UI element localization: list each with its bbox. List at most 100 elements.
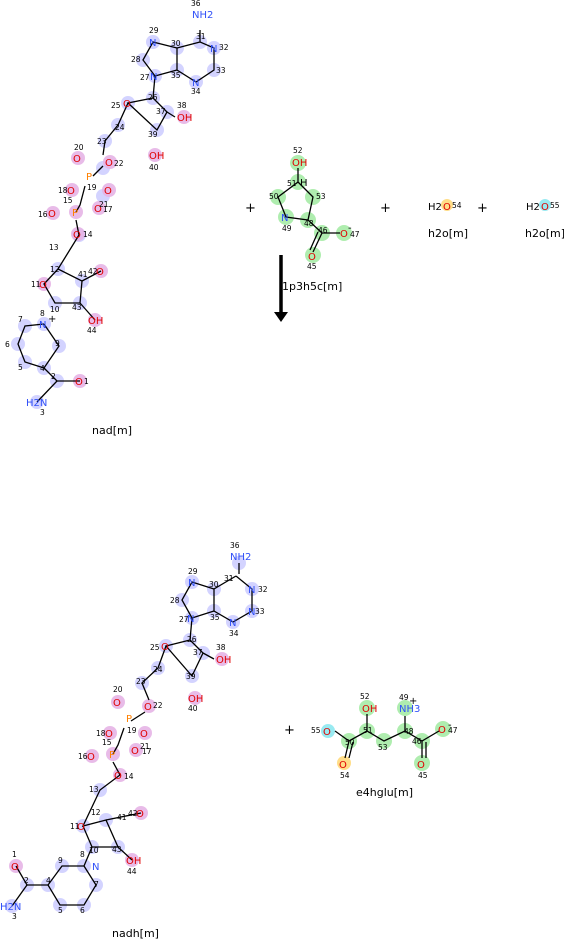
e4hglu-o55-label: O bbox=[323, 727, 331, 738]
atom-index-label: 41 bbox=[78, 270, 88, 279]
water2-h2-label: H2 bbox=[526, 202, 540, 213]
atom-index-label: 54 bbox=[452, 201, 462, 210]
atom-index-label: 47 bbox=[448, 726, 458, 735]
plus-2: + bbox=[380, 201, 391, 216]
atom-index-label: 11 bbox=[31, 280, 41, 289]
nadh-molecule: NH2 N N N N N O OH OH O O P O O P O O O … bbox=[0, 541, 268, 921]
atom-index-label: 53 bbox=[316, 192, 326, 201]
nadh-name-label: nadh[m] bbox=[112, 927, 159, 939]
nad-p15-label: P bbox=[72, 208, 78, 219]
atom-label: O bbox=[105, 729, 113, 740]
e4hglu-o54-label: O bbox=[339, 760, 347, 771]
atom-index-label: 42 bbox=[88, 267, 98, 276]
atom-index-label: 21 bbox=[140, 742, 150, 751]
atom-index-label: 16 bbox=[78, 752, 88, 761]
substrate-o45-label: O bbox=[308, 252, 316, 263]
atom-index-label: 34 bbox=[229, 629, 239, 638]
atom-label: O bbox=[11, 862, 19, 873]
nad-o20-label: O bbox=[73, 154, 81, 165]
atom-index-label: 52 bbox=[293, 146, 303, 155]
atom-index-label: 25 bbox=[150, 643, 160, 652]
atom-index-label: 53 bbox=[378, 743, 388, 752]
atom-index-label: 36 bbox=[191, 0, 201, 8]
nad-o1-label: O bbox=[75, 377, 83, 388]
nad-plus-label: + bbox=[48, 314, 56, 325]
atom-index-label: 55 bbox=[311, 726, 321, 735]
atom-index-label: 28 bbox=[170, 596, 180, 605]
atom-index-label: 24 bbox=[153, 665, 163, 674]
atom-index-label: 26 bbox=[148, 93, 158, 102]
e4hglu-oh-label: OH bbox=[362, 704, 377, 715]
atom-label: O bbox=[140, 729, 148, 740]
atom-index-label: 35 bbox=[171, 71, 181, 80]
atom-index-label: 4 bbox=[40, 364, 45, 373]
atom-index-label: 43 bbox=[72, 303, 82, 312]
atom-index-label: 12 bbox=[91, 808, 101, 817]
atom-index-label: 36 bbox=[230, 541, 240, 550]
water2-o-label: O bbox=[541, 202, 549, 213]
atom-index-label: 47 bbox=[350, 230, 360, 239]
atom-index-label: 28 bbox=[131, 55, 141, 64]
atom-index-label: 29 bbox=[188, 567, 198, 576]
atom-index-label: 15 bbox=[102, 738, 112, 747]
atom-index-label: 19 bbox=[87, 183, 97, 192]
atom-label: O bbox=[113, 698, 121, 709]
atom-index-label: 13 bbox=[49, 243, 59, 252]
water-2: H2 O 55 bbox=[526, 199, 560, 213]
atom-index-label: 23 bbox=[97, 137, 107, 146]
atom-index-label: 8 bbox=[40, 309, 45, 318]
nad-n27-label: N bbox=[150, 72, 157, 83]
atom-index-label: 46 bbox=[412, 737, 422, 746]
atom-label: O bbox=[131, 746, 139, 757]
atom-index-label: 42 bbox=[128, 809, 138, 818]
atom-index-label: 37 bbox=[193, 648, 203, 657]
atom-index-label: 35 bbox=[210, 613, 220, 622]
atom-index-label: 5 bbox=[18, 363, 23, 372]
e4hglu-nh3-label: NH3 bbox=[399, 704, 420, 715]
atom-label: NH2 bbox=[230, 552, 251, 563]
atom-index-label: 4 bbox=[46, 876, 51, 885]
atom-index-label: 40 bbox=[188, 704, 198, 713]
atom-index-label: 10 bbox=[89, 846, 99, 855]
plus-3: + bbox=[477, 201, 488, 216]
atom-index-label: 2 bbox=[24, 876, 29, 885]
atom-index-label: 25 bbox=[111, 101, 121, 110]
atom-index-label: 48 bbox=[304, 219, 314, 228]
atom-index-label: 17 bbox=[103, 205, 113, 214]
atom-index-label: 39 bbox=[148, 130, 158, 139]
atom-index-label: 20 bbox=[74, 143, 84, 152]
atom-index-label: 30 bbox=[209, 580, 219, 589]
atom-index-label: 38 bbox=[177, 101, 187, 110]
atom-index-label: 15 bbox=[63, 196, 73, 205]
atom-label: H2N bbox=[0, 902, 21, 913]
water2-name-label: h2o[m] bbox=[525, 227, 564, 240]
atom-label: N bbox=[92, 862, 99, 873]
substrate-molecule: OH N O O - H 52 51 50 53 49 48 46 47 45 bbox=[269, 146, 360, 271]
atom-label: O bbox=[87, 752, 95, 763]
substrate-minus-label: - bbox=[348, 223, 352, 234]
atom-index-label: 16 bbox=[38, 210, 48, 219]
nad-n29-label: N bbox=[149, 38, 156, 49]
atom-label: O bbox=[161, 642, 169, 653]
atom-label: OH bbox=[126, 856, 141, 867]
nad-o11-label: O bbox=[39, 280, 47, 291]
atom-index-label: 27 bbox=[179, 615, 189, 624]
atom-index-label: 14 bbox=[83, 230, 93, 239]
atom-index-label: 9 bbox=[55, 339, 60, 348]
atom-index-label: 21 bbox=[99, 200, 109, 209]
nad-n8-label: N bbox=[39, 320, 46, 331]
e4hglu-minus-label: - bbox=[448, 720, 452, 731]
atom-label: P bbox=[126, 714, 132, 725]
nad-o42-label: O bbox=[96, 267, 104, 278]
atom-index-label: 24 bbox=[115, 123, 125, 132]
atom-index-label: 17 bbox=[142, 747, 152, 756]
atom-label: O bbox=[114, 771, 122, 782]
atom-index-label: 23 bbox=[136, 677, 146, 686]
atom-index-label: 51 bbox=[363, 726, 373, 735]
atom-index-label: 43 bbox=[112, 845, 122, 854]
substrate-h-label: H bbox=[300, 178, 308, 189]
atom-index-label: 33 bbox=[255, 607, 265, 616]
nad-name-label: nad[m] bbox=[92, 424, 132, 437]
atom-index-label: 52 bbox=[360, 692, 370, 701]
